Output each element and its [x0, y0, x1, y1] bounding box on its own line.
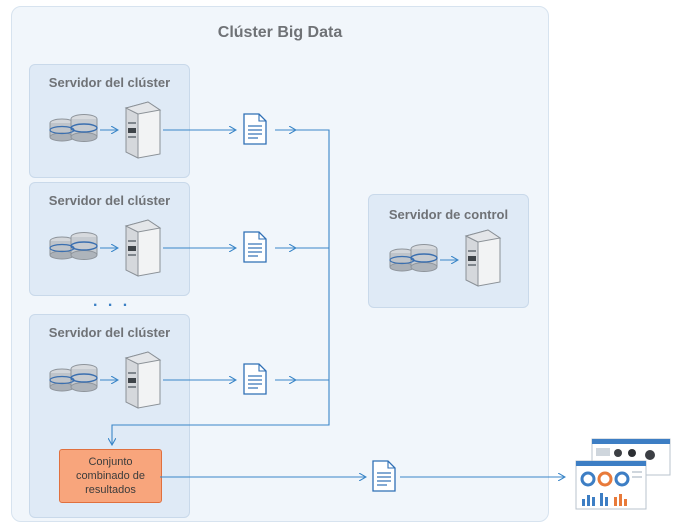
merge-bus	[112, 129, 330, 445]
database-icon	[49, 114, 98, 142]
cluster-server-label-1: Servidor del clúster	[48, 75, 171, 90]
document-icon	[243, 113, 267, 145]
dashboard-screens-icon	[575, 438, 671, 510]
document-icon	[243, 363, 267, 395]
document-icon	[243, 231, 267, 263]
server-icon	[124, 101, 162, 159]
control-server-label: Servidor de control	[388, 207, 509, 222]
ellipsis: . . .	[93, 293, 131, 310]
cluster-server-label-2: Servidor del clúster	[48, 193, 171, 208]
combined-results-box: Conjunto combinado de resultados	[59, 449, 162, 503]
cluster-server-label-3: Servidor del clúster	[48, 325, 171, 340]
combined-results-label: Conjunto combinado de resultados	[75, 456, 146, 496]
database-icon	[389, 244, 438, 272]
database-icon	[49, 364, 98, 392]
server-icon	[124, 351, 162, 409]
database-icon	[49, 232, 98, 260]
document-icon	[372, 460, 396, 492]
server-icon	[124, 219, 162, 277]
server-icon	[464, 229, 502, 287]
cluster-title: Clúster Big Data	[217, 24, 343, 41]
